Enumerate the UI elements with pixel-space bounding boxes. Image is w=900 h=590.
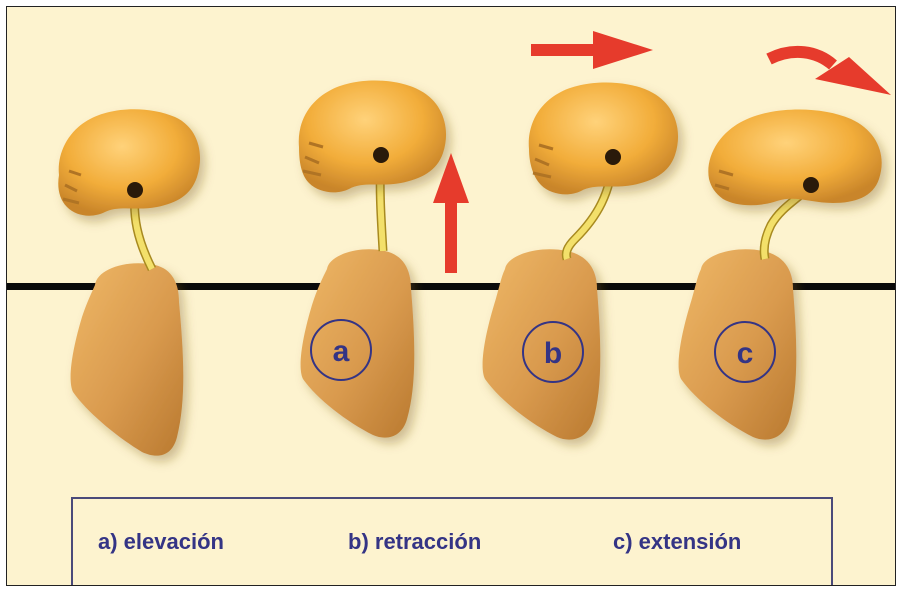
marker-c: c bbox=[737, 337, 754, 370]
marker-a: a bbox=[333, 335, 350, 368]
legend-extension: c) extensión bbox=[613, 529, 741, 555]
pivot-point bbox=[605, 149, 621, 165]
legend-retraction: b) retracción bbox=[348, 529, 481, 555]
pivot-point bbox=[373, 147, 389, 163]
pivot-point bbox=[803, 177, 819, 193]
legend-box: a) elevación b) retracción c) extensión bbox=[71, 497, 833, 586]
legend-elevation: a) elevación bbox=[98, 529, 224, 555]
marker-b: b bbox=[544, 337, 562, 370]
pivot-point bbox=[127, 182, 143, 198]
diagram-frame: a b bbox=[6, 6, 896, 586]
